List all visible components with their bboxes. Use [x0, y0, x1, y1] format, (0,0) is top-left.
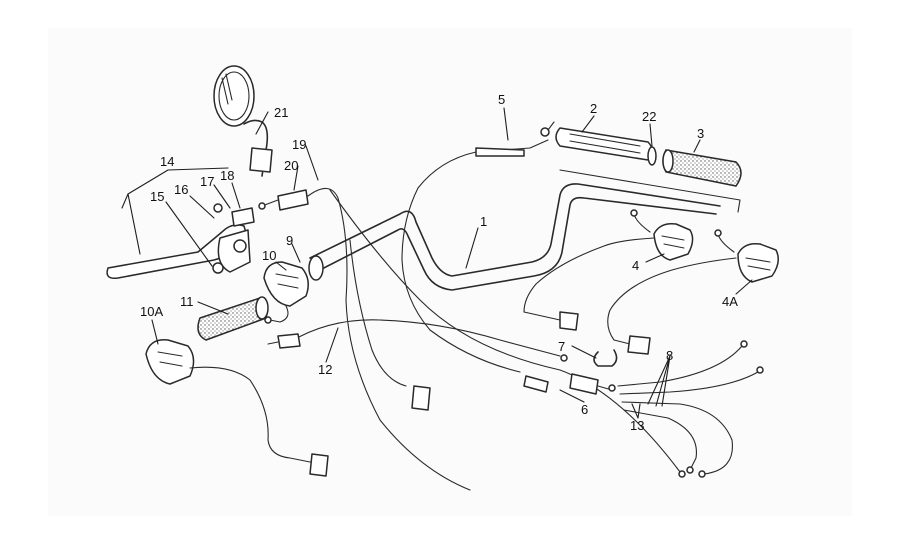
diagram-background	[48, 28, 852, 516]
handlebar	[309, 169, 741, 291]
switch-housing-10	[263, 255, 324, 324]
callout-11: 11	[180, 294, 194, 309]
callout-5: 5	[498, 92, 505, 107]
left-switch-housing-4a	[607, 229, 779, 355]
control-cables	[617, 340, 764, 478]
callout-9: 9	[286, 233, 293, 248]
right-switch-housing	[523, 209, 694, 331]
callout-labels: 1 2 22 3 4 4A 5 6 7 8 9 10 10A 11 12 13 …	[140, 92, 738, 433]
wire-harness	[349, 239, 431, 411]
clutch-cable	[258, 187, 681, 491]
callout-14: 14	[160, 154, 174, 169]
clutch-lever	[106, 203, 255, 280]
callout-20: 20	[284, 158, 298, 173]
callout-3: 3	[697, 126, 704, 141]
leader-lines	[121, 107, 753, 419]
left-grip	[197, 296, 269, 341]
callout-22: 22	[642, 109, 656, 124]
mirror	[213, 65, 273, 177]
callout-4a: 4A	[722, 294, 738, 309]
callout-19: 19	[292, 137, 306, 152]
callout-2: 2	[590, 101, 597, 116]
callout-16: 16	[174, 182, 188, 197]
callout-1: 1	[480, 214, 487, 229]
callout-10: 10	[262, 248, 276, 263]
cable-12	[267, 319, 568, 362]
clip-and-stop-switch	[523, 349, 618, 395]
callout-8: 8	[666, 348, 673, 363]
callout-4: 4	[632, 258, 639, 273]
throttle-assembly	[555, 127, 742, 187]
callout-15: 15	[150, 189, 164, 204]
callout-12: 12	[318, 362, 332, 377]
callout-6: 6	[581, 402, 588, 417]
callout-21: 21	[274, 105, 288, 120]
callout-17: 17	[200, 174, 214, 189]
switch-housing-10a	[145, 339, 329, 477]
callout-18: 18	[220, 168, 234, 183]
throttle-cable	[401, 121, 555, 373]
callout-7: 7	[558, 339, 565, 354]
callout-13: 13	[630, 418, 644, 433]
callout-10a: 10A	[140, 304, 163, 319]
